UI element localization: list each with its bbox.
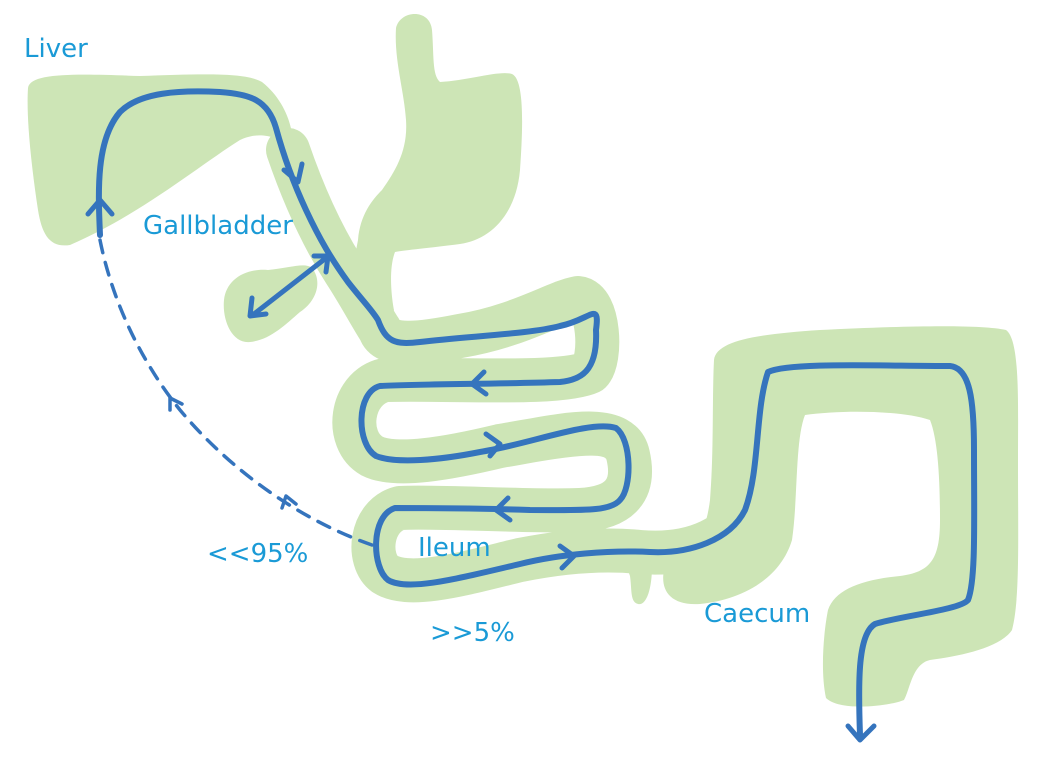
arrowhead-loop2-right-icon	[483, 431, 503, 459]
arrowhead-ileum-right-icon	[557, 543, 577, 571]
arrowhead-liver-up-icon	[85, 197, 115, 217]
arrowhead-duct-down-icon	[281, 161, 305, 185]
caecum-label: Caecum	[704, 599, 811, 629]
arrowhead-recycle-icon	[168, 396, 184, 412]
liver-label: Liver	[24, 34, 88, 64]
reabsorbed-percentage-label: <<95%	[207, 539, 309, 569]
stomach-shape	[353, 14, 523, 321]
arrowhead-caecum-down-icon	[845, 723, 877, 743]
liver-shape	[27, 74, 293, 246]
flow-lines	[95, 88, 978, 738]
gallbladder-label: Gallbladder	[143, 211, 293, 241]
arrowhead-recycle-lower-icon	[280, 494, 298, 510]
arrowhead-loop3-left-icon	[493, 495, 513, 523]
ileum-notch	[620, 548, 652, 605]
excreted-percentage-label: >>5%	[430, 618, 515, 648]
intestine-shape	[266, 128, 786, 603]
arrowhead-gallbladder-in-icon	[247, 295, 269, 319]
arrowheads	[85, 161, 877, 743]
bile-flow-path	[95, 88, 978, 738]
gallbladder-duct-arrow	[251, 255, 329, 317]
arrowhead-gallbladder-out-icon	[311, 253, 331, 275]
organ-shapes	[27, 14, 1019, 707]
ileum-label: Ileum	[418, 533, 491, 563]
arrowhead-loop1-left-icon	[469, 369, 489, 397]
recycle-flow-path	[98, 238, 374, 547]
